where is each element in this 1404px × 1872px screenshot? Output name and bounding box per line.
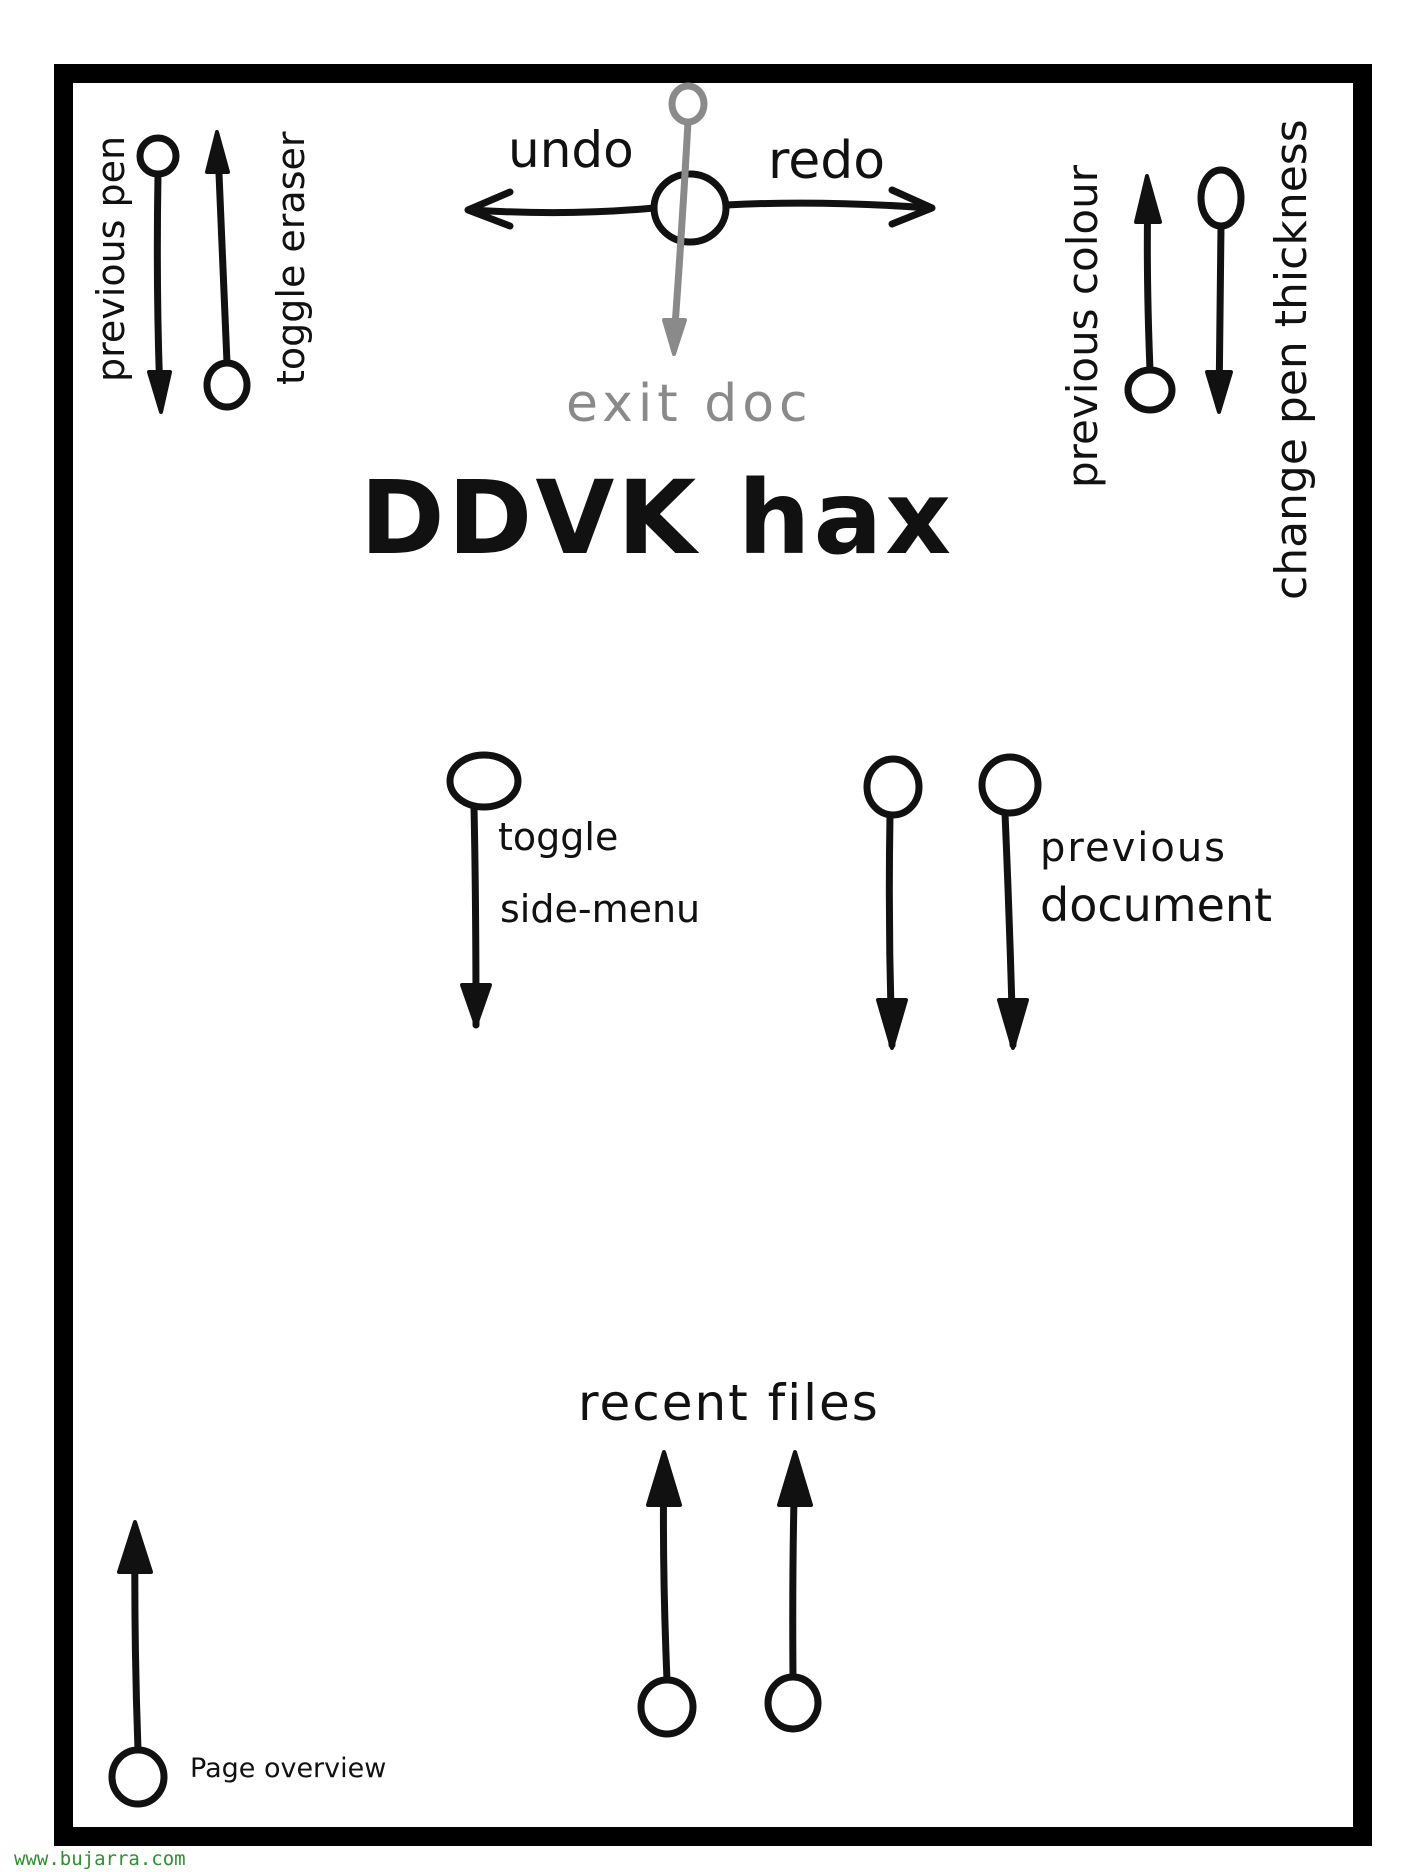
page-overview-start-circle <box>108 1746 168 1808</box>
recent-files-label: recent files <box>578 1374 880 1432</box>
change-pen-thickness-arrowhead <box>1205 370 1233 414</box>
recent-files-start-circle-1 <box>637 1676 697 1738</box>
redo-label: redo <box>768 131 886 191</box>
exit-doc-arrow <box>670 118 692 344</box>
page-overview-arrowhead <box>117 1520 153 1574</box>
toggle-side-menu-label-line1: toggle <box>498 815 619 859</box>
previous-pen-arrow <box>153 170 164 399</box>
previous-document-start-circle-2 <box>978 753 1042 817</box>
exit-doc-label: exit doc <box>566 374 813 434</box>
undo-arrow <box>466 204 658 217</box>
recent-files-start-circle-2 <box>764 1673 822 1733</box>
toggle-side-menu-label-line2: side-menu <box>500 887 701 931</box>
previous-colour-start-circle <box>1124 366 1176 414</box>
previous-colour-arrowhead <box>1134 174 1162 224</box>
undo-label: undo <box>508 121 634 179</box>
change-pen-thickness-label: change pen thickness <box>1266 119 1317 600</box>
toggle-side-menu-arrowhead <box>460 983 492 1027</box>
redo-arrow <box>722 199 934 212</box>
watermark: www.bujarra.com <box>14 1848 186 1870</box>
previous-pen-label: previous pen <box>89 135 133 382</box>
recent-files-arrowhead-1 <box>646 1450 682 1507</box>
undo-arrowhead <box>464 188 514 230</box>
undo-redo-start-circle <box>650 170 730 246</box>
previous-document-label-line2: document <box>1040 878 1273 932</box>
previous-document-start-circle-1 <box>863 755 923 819</box>
redo-arrowhead <box>888 186 936 228</box>
previous-document-arrowhead-2 <box>997 998 1029 1050</box>
exit-doc-start-circle <box>668 82 708 126</box>
recent-files-arrowhead-2 <box>777 1450 813 1507</box>
toggle-eraser-start-circle <box>203 359 251 411</box>
previous-pen-arrowhead <box>147 370 172 414</box>
previous-document-arrowhead-1 <box>876 998 908 1050</box>
page-overview-label: Page overview <box>190 1753 387 1784</box>
toggle-eraser-arrowhead <box>205 130 230 174</box>
previous-pen-start-circle <box>136 134 180 178</box>
change-pen-thickness-start-circle <box>1197 166 1245 230</box>
exit-doc-arrowhead <box>662 318 687 356</box>
toggle-side-menu-start-circle <box>446 751 522 811</box>
previous-document-label-line1: previous <box>1040 825 1228 871</box>
previous-colour-label: previous colour <box>1058 165 1107 488</box>
page-title: DDVK hax <box>360 459 955 578</box>
toggle-eraser-arrow <box>214 146 231 367</box>
toggle-eraser-label: toggle eraser <box>269 131 313 386</box>
tablet-frame <box>54 64 1372 1846</box>
